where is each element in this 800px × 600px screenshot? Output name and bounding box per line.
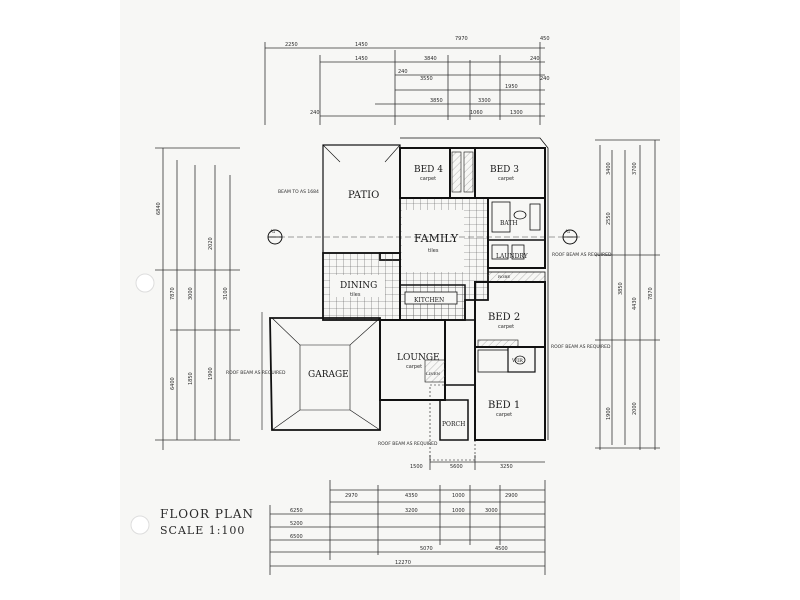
bottom-dimensions <box>269 455 546 575</box>
room-label-porch: PORCH <box>442 421 465 428</box>
dim-text: 2550 <box>606 212 612 225</box>
dim-text: 3550 <box>420 76 433 82</box>
note-roof-beam: ROOF BEAM AS REQUIRED <box>378 441 438 447</box>
room-note-bed3: carpet <box>498 176 514 182</box>
dim-text: 3100 <box>223 287 229 300</box>
dim-text: 1300 <box>510 110 523 116</box>
dim-text: 4500 <box>495 546 508 552</box>
dim-text: 1500 <box>410 464 423 470</box>
top-dimensions <box>264 42 545 125</box>
room-note-dining: tiles <box>350 292 361 298</box>
dim-text: 240 <box>310 110 320 116</box>
dimension-numbers-bottom: 2970 4350 1000 2900 6250 3200 1000 3000 … <box>290 464 518 566</box>
room-label-patio: PATIO <box>348 190 379 201</box>
dim-text: 240 <box>540 76 550 82</box>
room-label-robe: ROBE <box>498 274 510 279</box>
dim-text: 1950 <box>505 84 518 90</box>
section-label: A1 <box>270 229 276 234</box>
dim-text: 240 <box>398 69 408 75</box>
room-label-family: FAMILY <box>414 232 459 245</box>
room-label-bed4: BED 4 <box>414 165 443 175</box>
room-note-bed2: carpet <box>498 324 514 330</box>
dim-text: 12270 <box>395 560 411 566</box>
punch-hole <box>130 515 150 535</box>
dim-text: 2020 <box>208 237 214 250</box>
dim-text: 3400 <box>606 162 612 175</box>
dim-text: 1000 <box>452 493 465 499</box>
dim-text: 1900 <box>208 367 214 380</box>
dim-text: 240 <box>530 56 540 62</box>
dim-text: 3850 <box>430 98 443 104</box>
room-note-bed4: carpet <box>420 176 436 182</box>
dim-text: 450 <box>540 36 550 42</box>
room-labels: PATIO BED 4 carpet BED 3 carpet FAMILY t… <box>308 165 529 428</box>
dim-text: 1450 <box>355 56 368 62</box>
dim-text: 6250 <box>290 508 303 514</box>
porch-area <box>439 399 469 441</box>
dim-text: 4430 <box>632 297 638 310</box>
dimension-numbers-left: 6840 7870 3000 2020 3100 6400 1850 1900 <box>156 202 229 390</box>
room-label-wir: WIR <box>512 358 523 364</box>
annotations: BEAM TO AS 1684 ROOF BEAM AS REQUIRED RO… <box>226 189 612 447</box>
dim-text: 1850 <box>188 372 194 385</box>
note-roof-beam: ROOF BEAM AS REQUIRED <box>226 370 286 376</box>
floor-plan <box>261 137 580 461</box>
room-note-lounge: carpet <box>406 364 422 370</box>
room-label-bed3: BED 3 <box>490 165 519 175</box>
room-label-garage: GARAGE <box>308 370 349 380</box>
room-label-linen: LINEN <box>426 371 441 376</box>
note-roof-beam: ROOF BEAM AS REQUIRED <box>551 344 611 350</box>
dim-text: 1000 <box>452 508 465 514</box>
dim-text: 2000 <box>632 402 638 415</box>
dim-text: 1450 <box>355 42 368 48</box>
punch-hole <box>135 273 155 293</box>
dim-text: 3840 <box>424 56 437 62</box>
dim-text: 2900 <box>505 493 518 499</box>
dim-text: 7870 <box>648 287 654 300</box>
room-label-dining: DINING <box>340 281 377 291</box>
dim-text: 4350 <box>405 493 418 499</box>
dim-text: 3300 <box>478 98 491 104</box>
dim-text: 5600 <box>450 464 463 470</box>
room-note-bed1: carpet <box>496 412 512 418</box>
room-label-bed1: BED 1 <box>488 400 520 411</box>
dimension-numbers-top: 2250 1450 7970 450 1450 3840 240 240 355… <box>285 36 550 116</box>
dim-text: 1900 <box>606 407 612 420</box>
room-label-lounge: LOUNGE <box>397 353 440 363</box>
dim-text: 3000 <box>485 508 498 514</box>
dim-text: 6840 <box>156 202 162 215</box>
dimension-numbers-right: 3400 3700 2550 3850 4430 7870 1900 2000 <box>606 162 654 420</box>
right-dimensions <box>595 139 660 450</box>
dim-text: 3250 <box>500 464 513 470</box>
section-label: A1 <box>565 229 571 234</box>
dim-text: 6400 <box>170 377 176 390</box>
left-dimensions <box>155 147 240 450</box>
drawing-scale: SCALE 1:100 <box>160 524 245 537</box>
dim-text: 7870 <box>170 287 176 300</box>
dim-text: 2970 <box>345 493 358 499</box>
dim-text: 3850 <box>618 282 624 295</box>
note-roof-beam: ROOF BEAM AS REQUIRED <box>552 252 612 258</box>
dim-text: 3000 <box>188 287 194 300</box>
note-beam: BEAM TO AS 1684 <box>278 189 319 195</box>
dim-text: 3700 <box>632 162 638 175</box>
dim-text: 5200 <box>290 521 303 527</box>
dim-text: 3200 <box>405 508 418 514</box>
room-label-laundry: LAUNDRY <box>496 253 529 260</box>
room-note-family: tiles <box>428 248 439 254</box>
dim-text: 7970 <box>455 36 468 42</box>
dim-text: 2250 <box>285 42 298 48</box>
dim-text: 5070 <box>420 546 433 552</box>
room-label-bed2: BED 2 <box>488 312 520 323</box>
drawing-title: FLOOR PLAN <box>160 507 254 521</box>
room-label-bath: BATH <box>500 220 518 227</box>
dim-text: 1060 <box>470 110 483 116</box>
dim-text: 6500 <box>290 534 303 540</box>
room-label-kitchen: KITCHEN <box>414 297 444 304</box>
